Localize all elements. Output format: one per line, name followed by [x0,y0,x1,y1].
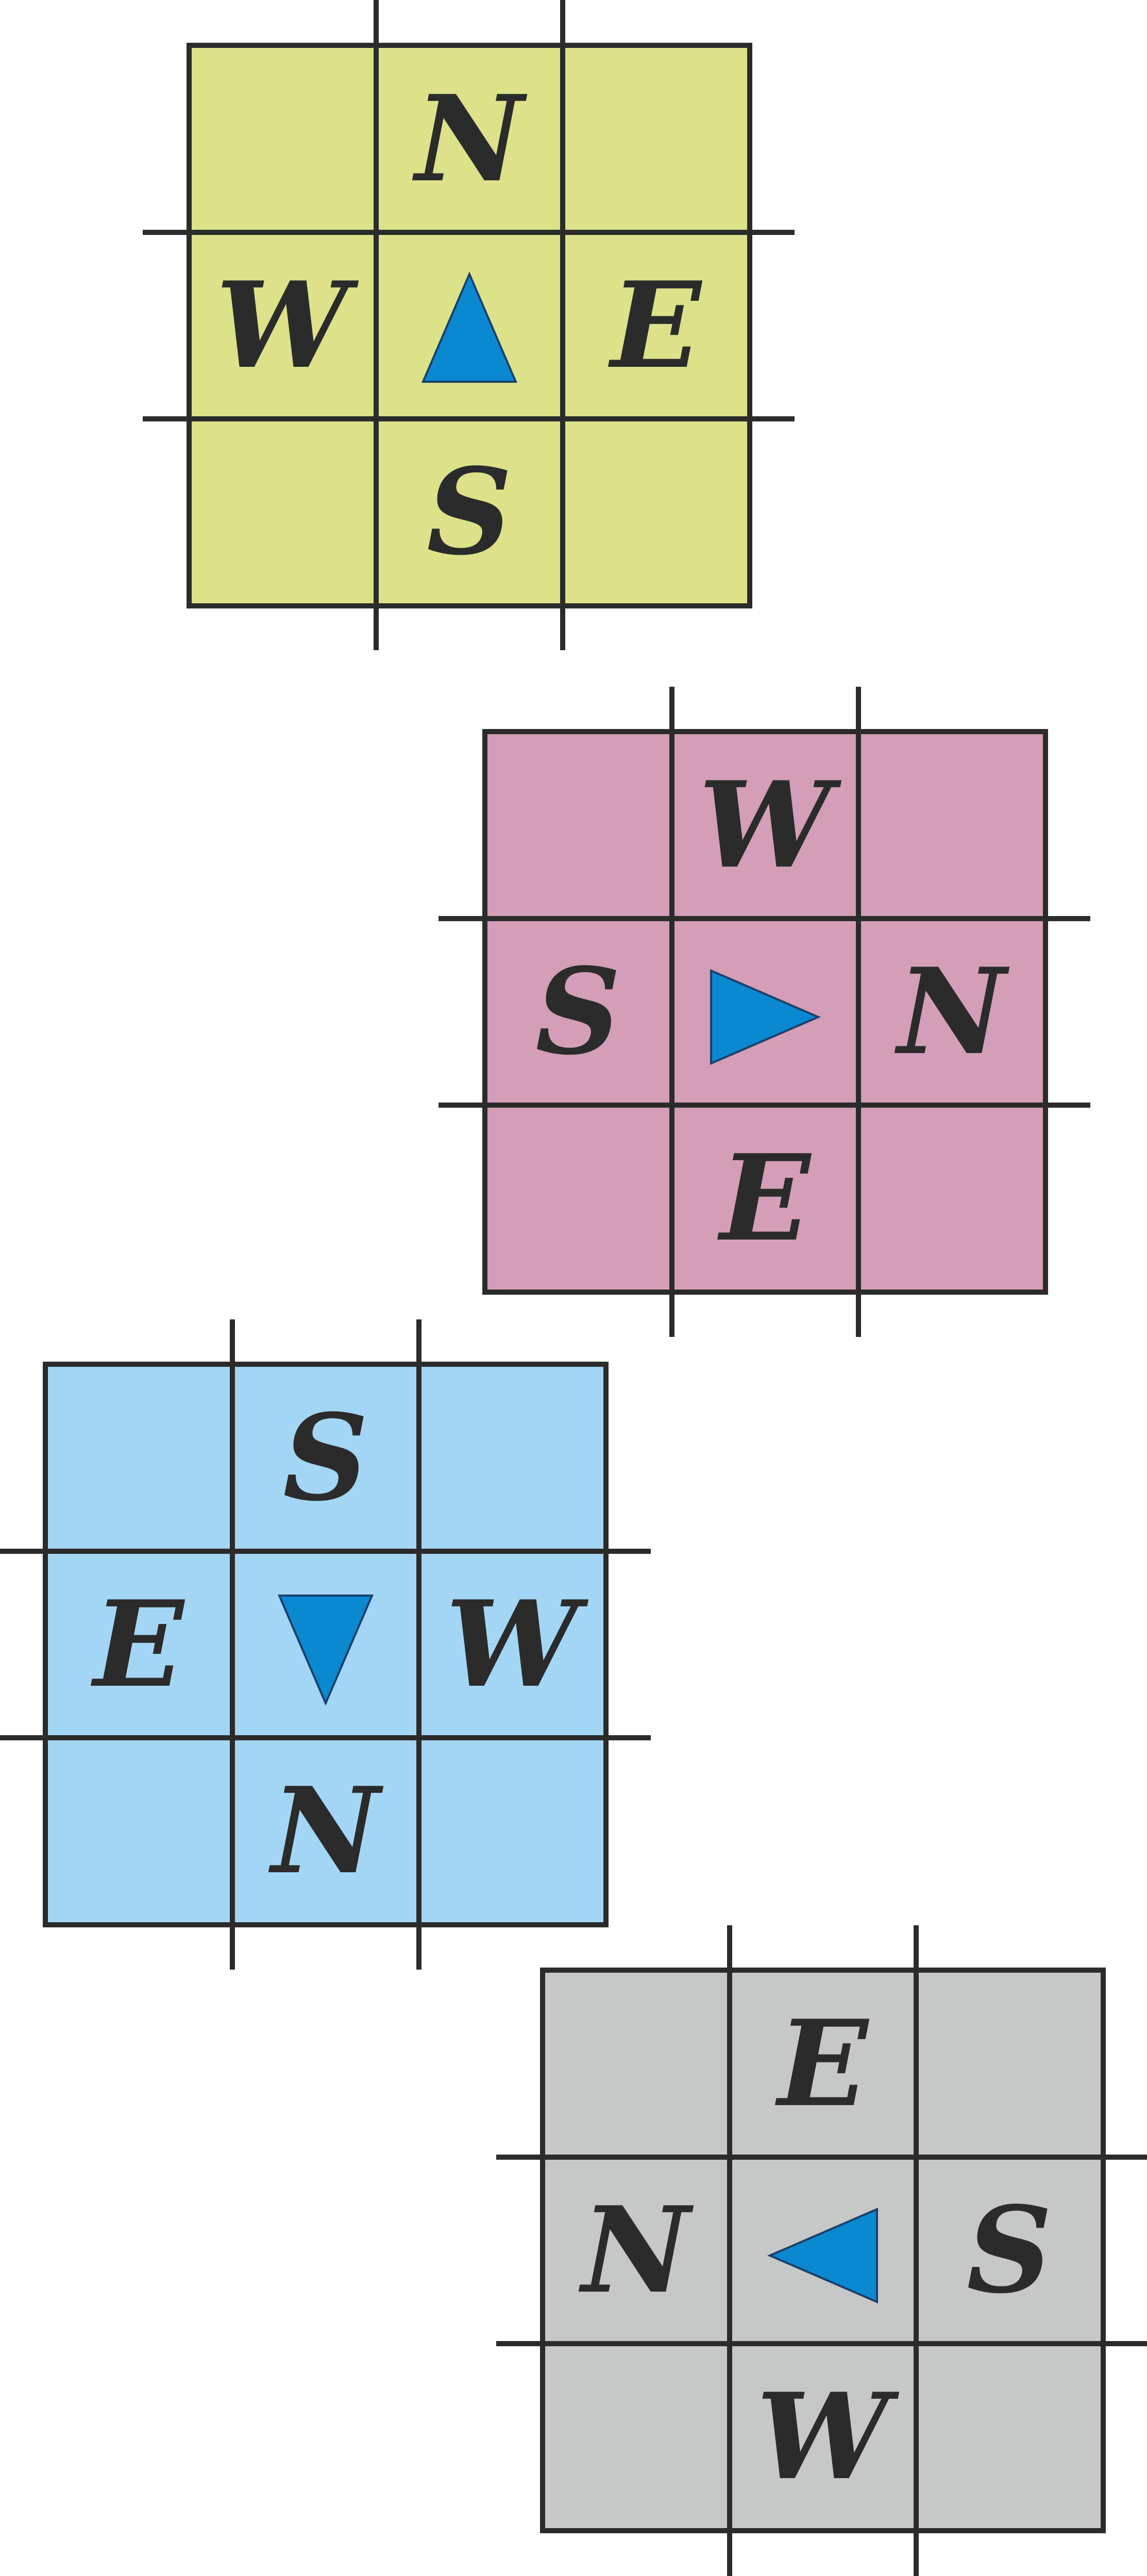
grid-1-label-bottom: S [427,443,512,582]
grid-2-label-top: W [699,756,842,895]
grid-1-label-right: E [608,256,702,395]
grid-4-direction-arrow [767,2207,878,2304]
grid-3-direction-arrow [277,1595,374,1706]
grid-2-label-right: N [894,942,1010,1081]
grid-2-label-left: S [535,942,621,1081]
grid-3: S W N E [0,1319,651,1970]
grid-4-label-bottom: W [756,2367,900,2506]
grid-3-label-right: W [446,1575,589,1714]
grid-3-label-left: E [90,1575,185,1714]
grid-1-label-top: N [412,70,528,209]
grid-2-direction-arrow [710,969,821,1065]
grid-1-direction-arrow [421,271,518,383]
grid-3-label-bottom: N [268,1761,384,1901]
grid-4: E S W N [496,1925,1147,2576]
grid-2: W N E S [438,687,1090,1337]
grid-3-label-top: S [283,1388,368,1528]
grid-1: N E S W [143,0,795,650]
grid-1-label-left: W [216,256,359,395]
grid-4-label-top: E [774,1994,869,2133]
grid-2-label-bottom: E [717,1129,812,1268]
grid-4-label-left: N [578,2181,694,2320]
grid-4-label-right: S [967,2181,1052,2320]
